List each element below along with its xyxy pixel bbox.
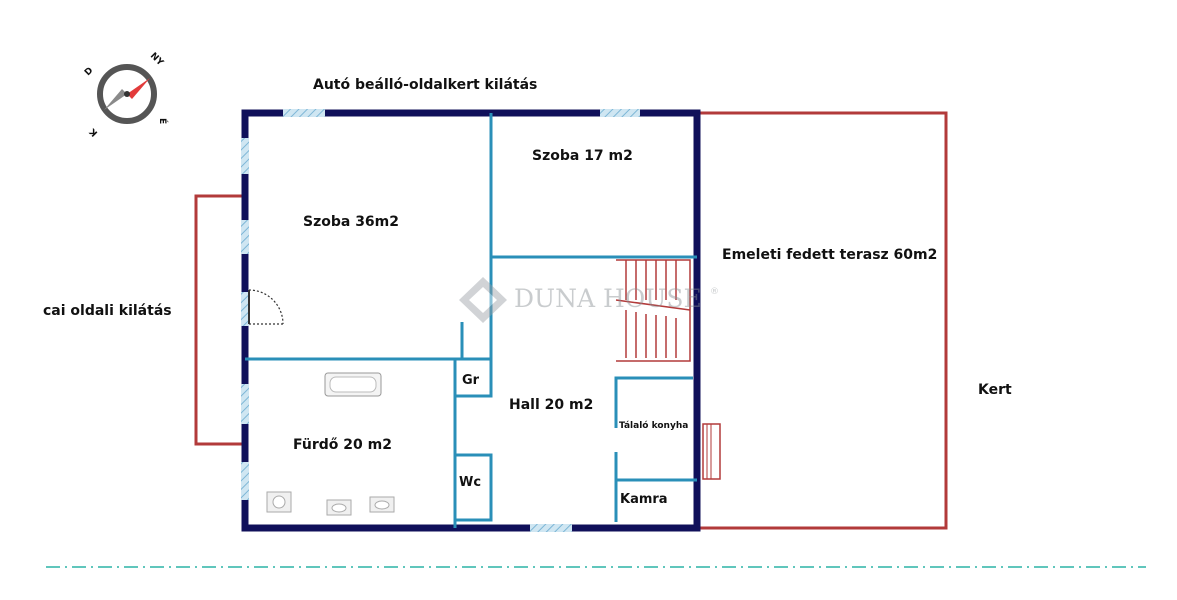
compass-icon: D NY É K bbox=[83, 51, 169, 138]
windows bbox=[241, 109, 640, 532]
window-bottom bbox=[530, 524, 572, 532]
window-top-2 bbox=[600, 109, 640, 117]
label-bath: Fürdő 20 m2 bbox=[293, 437, 392, 453]
label-terrace: Emeleti fedett terasz 60m2 bbox=[722, 247, 937, 263]
compass-letter-ny: NY bbox=[148, 51, 165, 68]
balcony-outline bbox=[194, 194, 245, 446]
outer-wall bbox=[241, 109, 701, 532]
watermark-registered: ® bbox=[710, 287, 719, 297]
window-top-1 bbox=[283, 109, 325, 117]
door-swing bbox=[248, 289, 284, 325]
label-gr: Gr bbox=[462, 373, 480, 388]
shower-icon bbox=[266, 491, 292, 513]
window-left-5 bbox=[241, 462, 249, 500]
compass-letter-k: K bbox=[87, 125, 100, 138]
label-wc: Wc bbox=[459, 475, 481, 490]
window-left-1 bbox=[241, 138, 249, 174]
bathtub-icon bbox=[324, 372, 382, 397]
compass-letter-d: D bbox=[83, 66, 95, 78]
label-szoba-36: Szoba 36m2 bbox=[303, 214, 399, 230]
window-left-3 bbox=[241, 292, 249, 326]
label-szoba-17: Szoba 17 m2 bbox=[532, 148, 633, 164]
label-top-view: Autó beálló-oldalkert kilátás bbox=[313, 77, 537, 93]
label-pantry: Kamra bbox=[620, 492, 668, 507]
label-hall: Hall 20 m2 bbox=[509, 397, 593, 413]
window-left-2 bbox=[241, 220, 249, 254]
watermark-brand: DUNA HOUSE bbox=[514, 284, 702, 313]
staircase bbox=[615, 259, 691, 362]
window-left-4 bbox=[241, 384, 249, 424]
label-kitchen: Tálaló konyha bbox=[619, 420, 688, 431]
inner-walls bbox=[245, 113, 697, 528]
duna-house-watermark: DUNA HOUSE ® bbox=[459, 277, 719, 323]
compass-letter-e: É bbox=[157, 118, 169, 124]
sink-icon bbox=[326, 496, 395, 516]
label-left-view: cai oldali kilátás bbox=[43, 303, 172, 319]
label-garden: Kert bbox=[978, 382, 1012, 398]
terrace-outline bbox=[697, 111, 948, 530]
